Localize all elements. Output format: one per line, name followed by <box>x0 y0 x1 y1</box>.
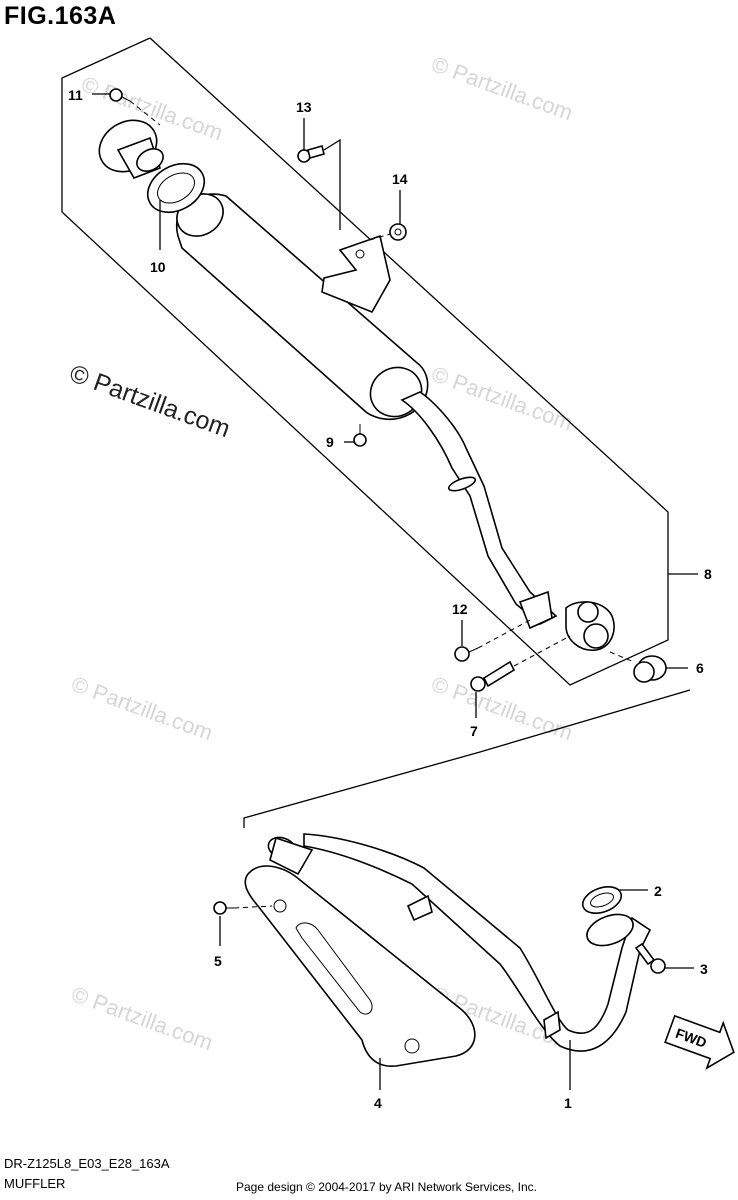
protector-part-4 <box>244 865 476 1067</box>
callout-9: 9 <box>326 434 334 450</box>
watermark-text-large: © Partzilla.com <box>66 359 234 443</box>
watermark-text: © Partzilla.com <box>428 671 576 745</box>
callout-11: 11 <box>68 87 83 103</box>
callout-3: 3 <box>700 961 708 977</box>
bolt-part-5 <box>213 901 273 915</box>
callout-2: 2 <box>654 883 662 899</box>
callout-7: 7 <box>470 723 478 739</box>
bolt-part-11 <box>109 88 161 126</box>
callout-12: 12 <box>452 601 468 617</box>
muffler-assembly-outline <box>61 37 698 686</box>
section-divider <box>243 689 691 828</box>
footer-copyright: Page design © 2004-2017 by ARI Network S… <box>236 1180 538 1194</box>
callout-6: 6 <box>696 660 704 676</box>
bolt-part-9 <box>353 424 367 447</box>
callout-4: 4 <box>374 1095 382 1111</box>
bolt-part-13 <box>297 138 341 230</box>
callout-14: 14 <box>392 171 408 187</box>
section-name: MUFFLER <box>4 1176 66 1191</box>
callout-13: 13 <box>296 99 312 115</box>
forward-direction-arrow: FWD <box>664 1014 735 1070</box>
grommet-part-6 <box>609 651 667 683</box>
bolt-part-12 <box>454 619 531 662</box>
leader-lines <box>92 93 694 1090</box>
bolt-part-3 <box>634 942 666 974</box>
callout-1: 1 <box>564 1095 572 1111</box>
watermark-text: © Partzilla.com <box>428 51 576 125</box>
exhaust-pipe-part-1 <box>267 833 652 1052</box>
callout-10: 10 <box>150 259 166 275</box>
callout-labels: 11 10 13 14 9 8 12 6 7 2 3 5 4 1 <box>68 87 712 1111</box>
diagram-code: DR-Z125L8_E03_E28_163A <box>4 1156 170 1171</box>
gasket-part-10 <box>146 162 206 214</box>
exhaust-flange <box>98 119 164 179</box>
figure-title: FIG.163A <box>4 2 117 30</box>
watermark-text: © Partzilla.com <box>68 981 216 1055</box>
bolt-part-7 <box>470 635 571 692</box>
callout-8: 8 <box>704 566 712 582</box>
nut-part-14 <box>369 223 407 241</box>
gasket-part-2 <box>581 886 623 914</box>
callout-5: 5 <box>214 953 222 969</box>
watermark-text: © Partzilla.com <box>68 671 216 745</box>
